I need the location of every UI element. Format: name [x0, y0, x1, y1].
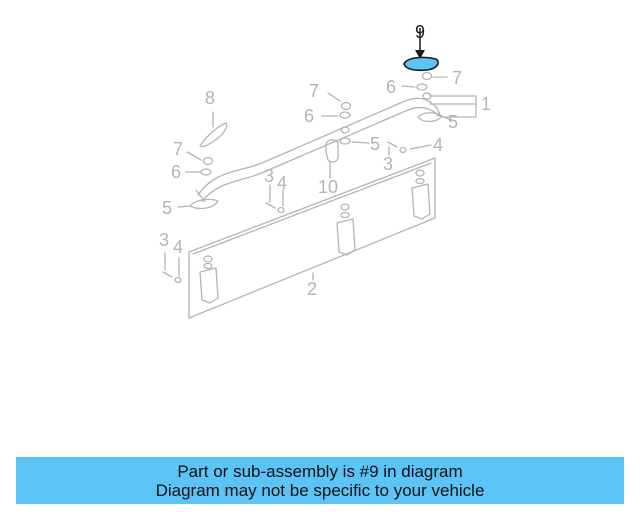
banner-line-disclaimer: Diagram may not be specific to your vehi…: [155, 480, 485, 500]
lower-panel: [188, 157, 436, 319]
callout-6: 6: [386, 77, 396, 97]
callout-7: 7: [452, 68, 462, 88]
callout-5: 5: [162, 198, 172, 218]
end-cap-right: [417, 112, 443, 123]
callout-4: 4: [277, 173, 287, 193]
callout-9: 9: [415, 22, 425, 42]
callout-4: 4: [173, 237, 183, 257]
end-cap-left: [189, 198, 219, 210]
callout-6: 6: [171, 162, 181, 182]
callout-3: 3: [264, 166, 274, 186]
bolts-and-clips: [162, 141, 407, 284]
callout-4: 4: [433, 135, 443, 155]
roof-rail: [195, 97, 442, 203]
highlighted-part-9[interactable]: [403, 28, 439, 72]
cover-part-8: [199, 122, 228, 148]
callout-2: 2: [307, 279, 317, 299]
callout-5: 5: [448, 112, 458, 132]
panel-bracket-center: [336, 203, 356, 256]
panel-bracket-left: [199, 255, 219, 304]
callout-3: 3: [383, 154, 393, 174]
callout-6: 6: [304, 106, 314, 126]
leader-lines: [164, 76, 477, 281]
callout-8: 8: [205, 88, 215, 108]
callout-7: 7: [173, 139, 183, 159]
callout-1: 1: [481, 94, 491, 114]
banner-line-part: Part or sub-assembly is #9 in diagram: [177, 461, 463, 481]
callout-3: 3: [159, 230, 169, 250]
callout-7: 7: [309, 81, 319, 101]
bracket-part-10: [325, 139, 339, 163]
panel-bracket-right: [411, 169, 431, 220]
parts-diagram: 9 7 6 1 5 8 7 6 5 3 4 7 6 10 3 4 5 3 4 2: [159, 22, 491, 319]
info-banner: Part or sub-assembly is #9 in diagram Di…: [16, 457, 624, 504]
callout-5: 5: [370, 134, 380, 154]
callout-10: 10: [318, 177, 338, 197]
